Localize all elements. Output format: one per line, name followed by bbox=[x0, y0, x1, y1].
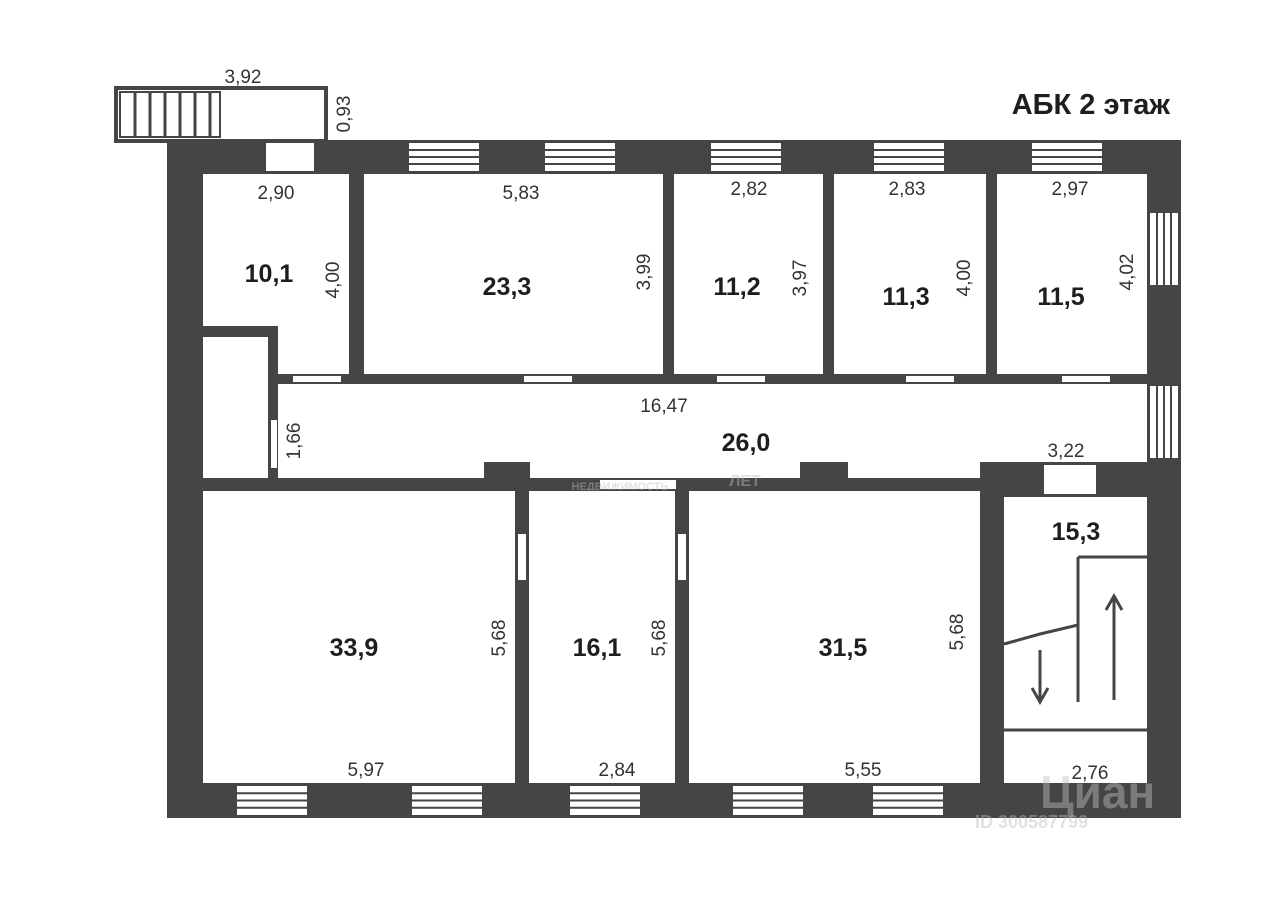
dim-width-r3: 2,82 bbox=[731, 179, 768, 200]
dim-width-r7: 2,84 bbox=[599, 760, 636, 781]
stairwell-steps bbox=[1003, 555, 1147, 732]
room-area-r6: 33,9 bbox=[330, 634, 379, 662]
room-area-r2: 23,3 bbox=[483, 273, 532, 301]
dim-width-r5: 2,97 bbox=[1052, 179, 1089, 200]
dim-height-r3: 3,97 bbox=[790, 260, 811, 297]
dim-top-width-stair: 3,22 bbox=[1048, 441, 1085, 462]
window-right-1 bbox=[1150, 213, 1178, 285]
dim-height-r6: 5,68 bbox=[489, 620, 510, 657]
dim-height-r5: 4,02 bbox=[1117, 254, 1138, 291]
dim-height-r1: 4,00 bbox=[323, 262, 344, 299]
window-bottom-2 bbox=[412, 786, 482, 815]
door-r7 bbox=[678, 534, 686, 580]
window-right-2 bbox=[1150, 386, 1178, 458]
windows bbox=[237, 143, 1178, 815]
door-r1 bbox=[293, 376, 341, 382]
window-top-1 bbox=[409, 143, 479, 171]
door-top bbox=[266, 143, 314, 171]
window-bottom-3 bbox=[570, 786, 640, 815]
room-area-r1: 10,1 bbox=[245, 260, 294, 288]
watermark-brand: Циан bbox=[1040, 766, 1155, 818]
door-r2 bbox=[524, 376, 572, 382]
window-top-2 bbox=[545, 143, 615, 171]
room-area-r5: 11,5 bbox=[1037, 283, 1084, 311]
window-top-3 bbox=[711, 143, 781, 171]
doors bbox=[266, 143, 1110, 580]
dim-height-r7: 5,68 bbox=[649, 620, 670, 657]
window-bottom-1 bbox=[237, 786, 307, 815]
door-r6 bbox=[518, 534, 526, 580]
watermark-top: ЛЕТ bbox=[729, 473, 761, 490]
room-area-stair: 15,3 bbox=[1052, 518, 1101, 546]
watermark-id: ID 300587799 bbox=[975, 812, 1088, 832]
dim-height-r8: 5,68 bbox=[947, 614, 968, 651]
walls bbox=[167, 140, 1181, 818]
dim-height-r4: 4,00 bbox=[954, 260, 975, 297]
door-r4 bbox=[906, 376, 954, 382]
room-area-r4: 11,3 bbox=[882, 283, 929, 311]
dim-width-r1: 2,90 bbox=[258, 183, 295, 204]
dim-width-r4: 2,83 bbox=[889, 179, 926, 200]
dim-width-stair: 2,76 bbox=[1072, 763, 1109, 784]
porch-depth: 0,93 bbox=[334, 96, 355, 133]
door-r3 bbox=[717, 376, 765, 382]
dim-height-r2: 3,99 bbox=[634, 254, 655, 291]
window-bottom-5 bbox=[873, 786, 943, 815]
door-r5 bbox=[1062, 376, 1110, 382]
room-area-corridor: 26,0 bbox=[722, 429, 771, 457]
dim-height-corridor: 1,66 bbox=[284, 423, 305, 460]
porch-width: 3,92 bbox=[225, 67, 262, 88]
window-top-4 bbox=[874, 143, 944, 171]
porch-stairs bbox=[114, 86, 328, 143]
door-r8-gap bbox=[600, 480, 676, 489]
room-area-r3: 11,2 bbox=[713, 273, 760, 301]
window-bottom-4 bbox=[733, 786, 803, 815]
dim-width-corridor: 16,47 bbox=[640, 396, 688, 417]
dim-width-r6: 5,97 bbox=[348, 760, 385, 781]
dim-width-r8: 5,55 bbox=[845, 760, 882, 781]
watermark-middle: НЕДВИЖИМОСТЬ bbox=[572, 481, 669, 493]
room-area-r7: 16,1 bbox=[573, 634, 622, 662]
floor-title: АБК 2 этаж bbox=[1012, 89, 1171, 121]
door-closet bbox=[271, 420, 277, 468]
window-top-5 bbox=[1032, 143, 1102, 171]
dim-width-r2: 5,83 bbox=[503, 183, 540, 204]
room-area-r8: 31,5 bbox=[819, 634, 868, 662]
door-stair bbox=[1044, 465, 1096, 494]
